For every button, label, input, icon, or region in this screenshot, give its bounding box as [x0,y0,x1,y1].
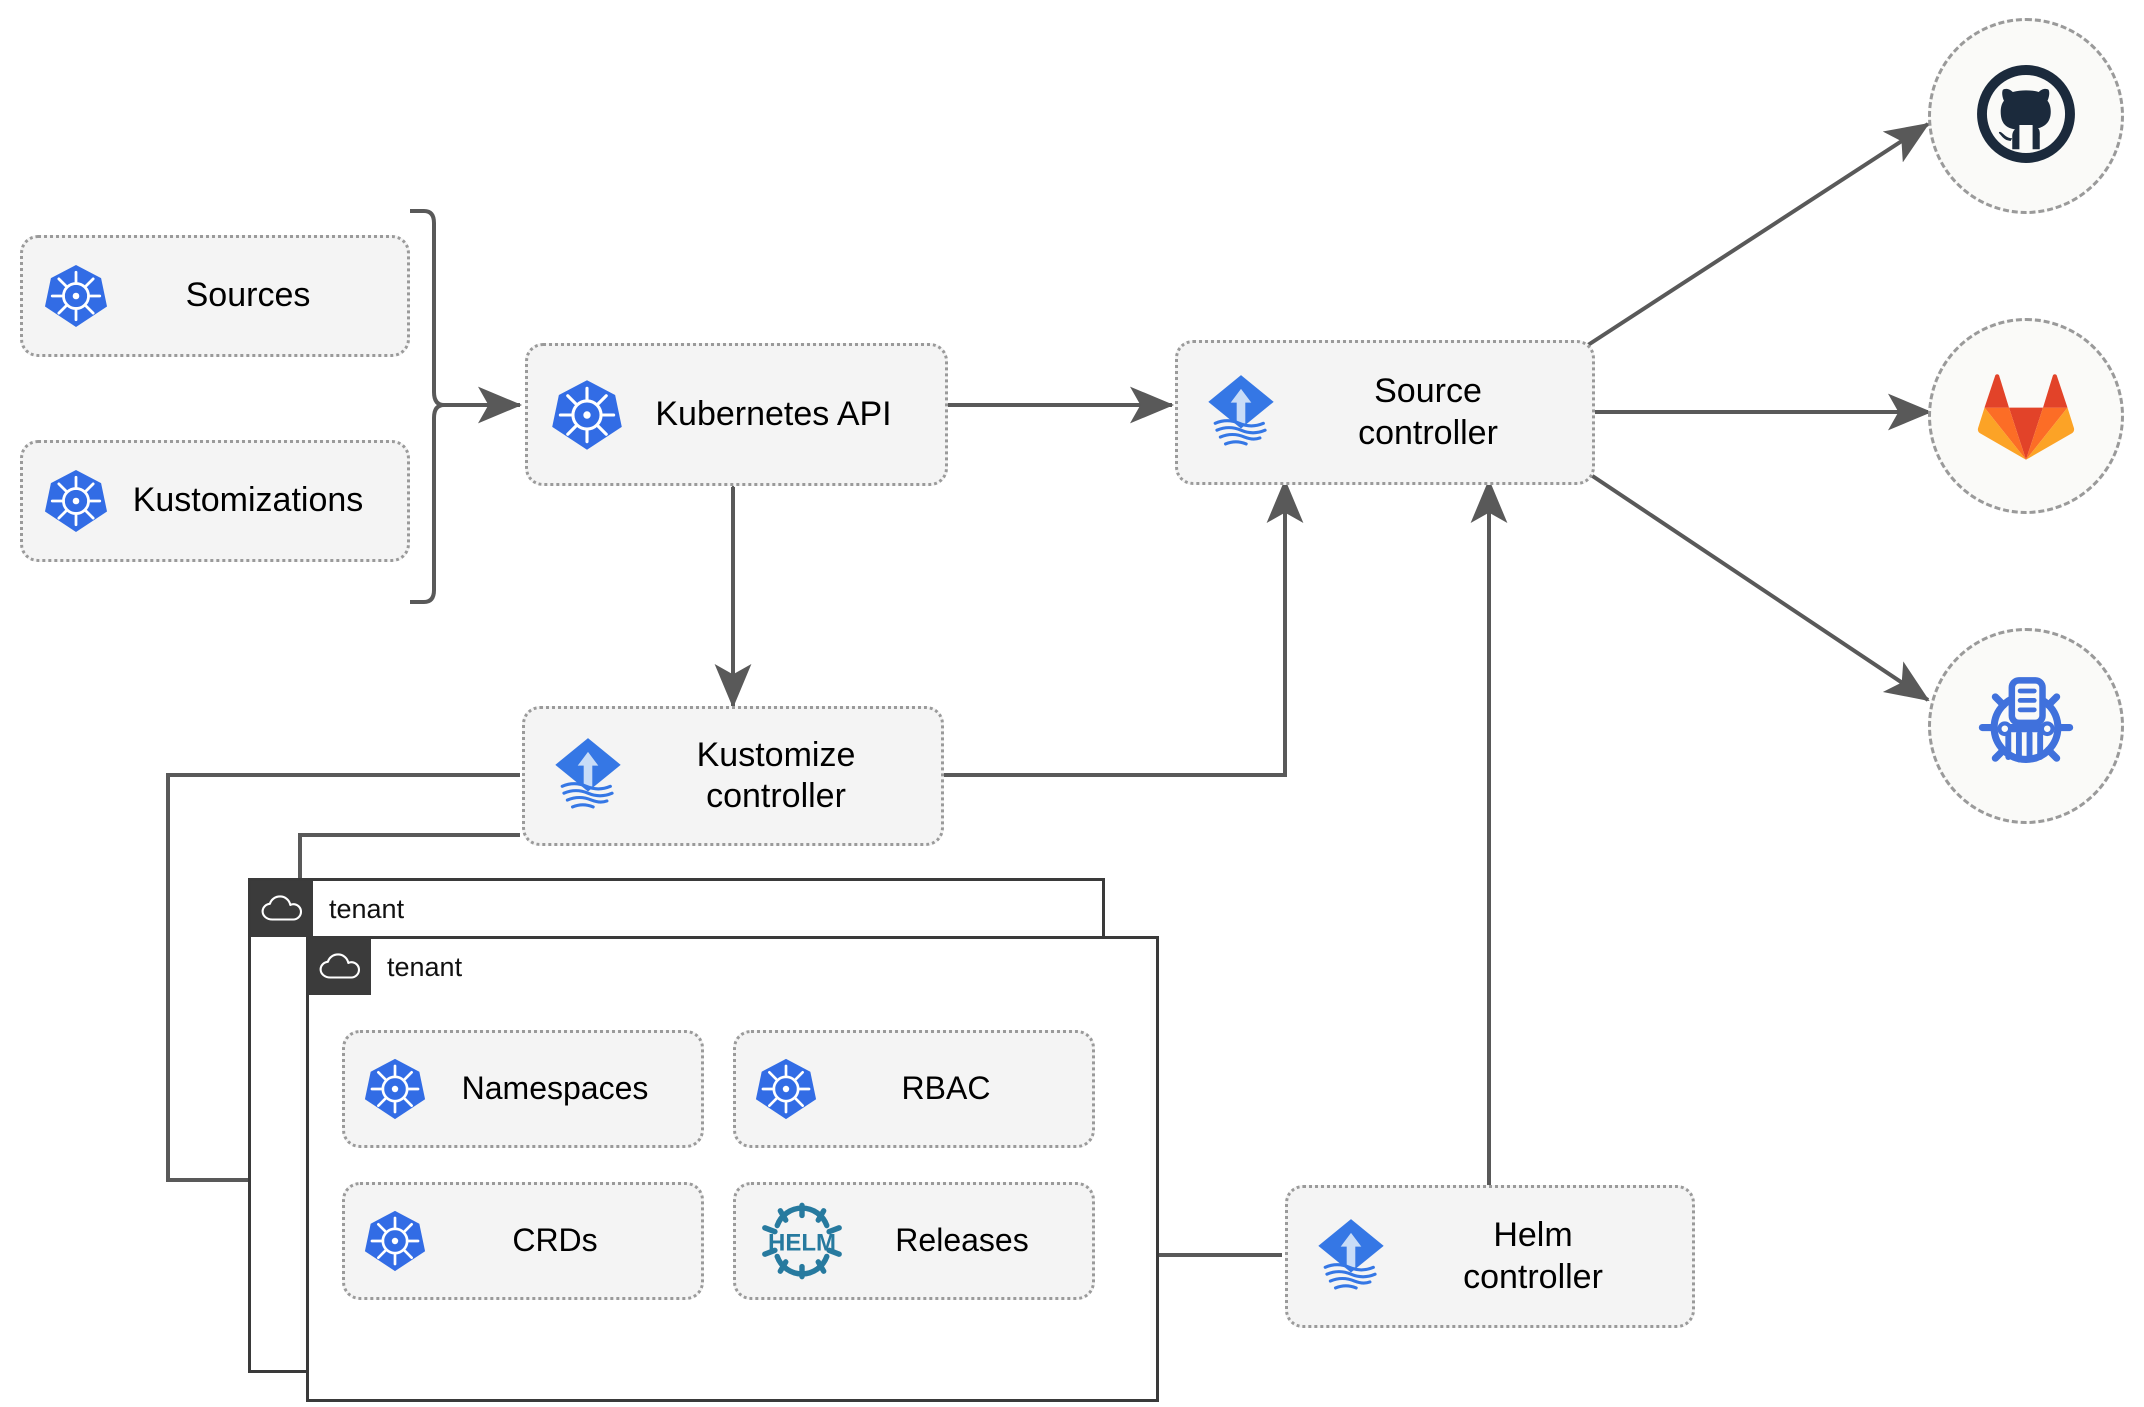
kubernetes-icon [550,378,624,452]
helm-wordmark: HELM [768,1229,836,1256]
helm-icon: HELM [754,1202,850,1280]
tenant-object-namespaces[interactable]: Namespaces [342,1030,704,1148]
cloud-icon [251,881,313,937]
flux-icon [545,733,631,819]
tenant-object-label-releases: Releases [895,1222,1029,1259]
gitlab-icon [1972,364,2080,469]
flux-icon [1198,370,1284,456]
kubernetes-icon [754,1057,818,1121]
node-helm-controller[interactable]: Helm controller [1285,1185,1695,1328]
resource-label-sources: Sources [185,276,311,315]
tenant-object-rbac[interactable]: RBAC [733,1030,1095,1148]
tenant-object-label-namespaces: Namespaces [461,1070,649,1107]
kubernetes-icon [363,1209,427,1273]
tenant-group-front[interactable]: tenant [306,936,1159,1402]
edge-source-controller-helm-repo [1586,471,1930,702]
helm-chart-repository-icon [1967,665,2085,788]
kubernetes-icon [43,263,109,329]
tenant-object-crds[interactable]: CRDs [342,1182,704,1300]
node-kubernetes-api[interactable]: Kubernetes API [525,343,948,486]
repo-github[interactable] [1928,18,2124,214]
node-source-controller[interactable]: Source controller [1175,340,1595,485]
kubernetes-icon [363,1057,427,1121]
node-label-helm-controller: Helm controller [1463,1216,1603,1296]
repo-gitlab[interactable] [1928,318,2124,514]
tenant-object-label-crds: CRDs [512,1222,598,1259]
github-icon [1971,59,2081,174]
node-kustomize-controller[interactable]: Kustomize controller [522,706,944,846]
group-brace [410,209,445,604]
tenant-object-label-rbac: RBAC [901,1070,991,1107]
node-label-kubernetes-api: Kubernetes API [655,394,892,433]
cloud-icon [309,939,371,995]
tenant-label: tenant [329,893,405,924]
edge-kustomize-controller-source-controller [943,479,1304,777]
edge-source-controller-github [1586,122,1930,347]
resource-box-kustomizations[interactable]: Kustomizations [20,440,410,562]
tenant-object-releases[interactable]: HELM Releases [733,1182,1095,1300]
flux-icon [1308,1214,1394,1300]
resource-label-kustomizations: Kustomizations [132,481,364,520]
node-label-kustomize-controller: Kustomize controller [696,735,856,815]
kubernetes-icon [43,468,109,534]
repo-helm-chart-repository[interactable] [1928,628,2124,824]
node-label-source-controller: Source controller [1358,372,1498,452]
resource-box-sources[interactable]: Sources [20,235,410,357]
tenant-label: tenant [387,951,463,982]
